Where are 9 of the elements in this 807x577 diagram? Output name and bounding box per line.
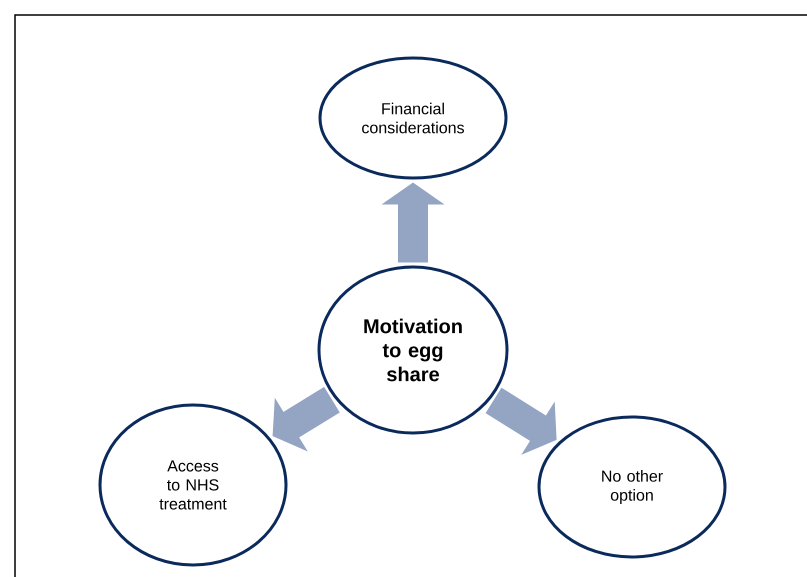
topic-label: No other option: [602, 470, 663, 504]
topic-label: Motivation to egg share: [364, 318, 462, 382]
topic-circle: [318, 56, 508, 180]
topic-circle: [98, 404, 288, 566]
block-arrow: [272, 386, 340, 452]
topic-circle: [318, 266, 508, 434]
topic-label: Financial considerations: [362, 102, 464, 134]
topic-circle: [538, 416, 726, 558]
topic-label: Access to NHS treatment: [159, 460, 227, 510]
